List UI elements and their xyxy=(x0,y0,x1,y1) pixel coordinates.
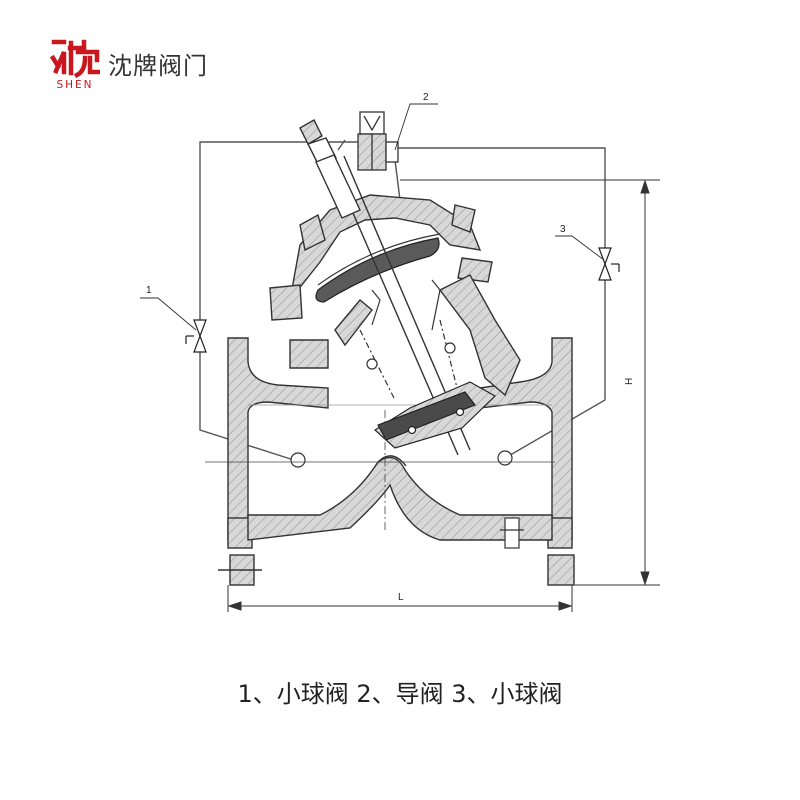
callout-3: 3 xyxy=(560,224,566,235)
diaphragm xyxy=(315,233,441,303)
brand-name: 沈牌阀门 xyxy=(108,52,208,80)
ball-valve-3 xyxy=(598,247,620,281)
bolts xyxy=(290,450,524,549)
bonnet xyxy=(269,194,521,397)
guide xyxy=(359,279,461,401)
dimension-height xyxy=(400,179,660,586)
valve-drawing: 1 2 3 H L xyxy=(140,92,660,612)
dimension-length xyxy=(227,585,573,612)
brand-latin: SHEN xyxy=(56,79,94,91)
centre-lines xyxy=(205,410,555,530)
parts-caption: 1、小球阀 2、导阀 3、小球阀 xyxy=(237,680,563,708)
pilot-valve xyxy=(357,111,399,171)
logo-mark-icon xyxy=(50,39,100,78)
ball-valve-1 xyxy=(185,319,207,353)
callout-leaders xyxy=(140,103,605,331)
callout-1: 1 xyxy=(146,285,152,296)
dimension-h-label: H xyxy=(624,378,635,385)
valve-body xyxy=(247,404,553,541)
valve-disc xyxy=(374,381,496,449)
dimension-l-label: L xyxy=(398,592,404,603)
position-indicator xyxy=(299,119,361,219)
inlet-flange xyxy=(218,337,329,586)
brand-logo: SHEN 沈牌阀门 xyxy=(50,38,220,94)
callout-2: 2 xyxy=(423,92,429,103)
